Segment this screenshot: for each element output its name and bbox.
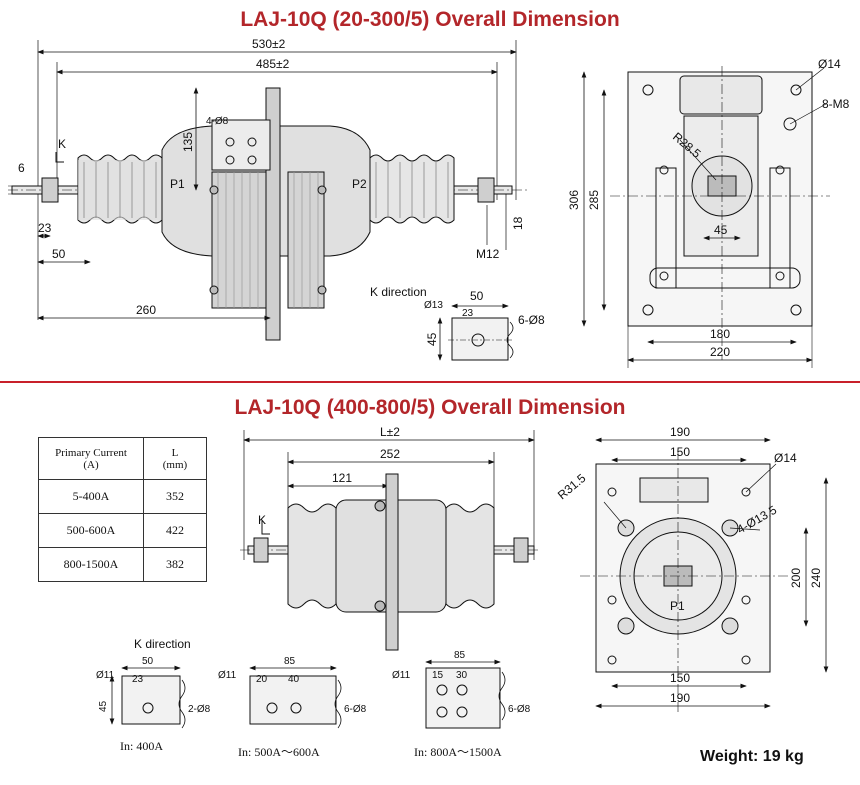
- bside-190-bot: 190: [670, 691, 690, 705]
- kdir-c-15: 15: [432, 670, 444, 681]
- kdir-holes: 6-Ø8: [518, 313, 545, 327]
- kdir-b-title: K direction: [134, 637, 191, 651]
- kdir-b-20: 20: [256, 674, 268, 685]
- side-220: 220: [710, 345, 730, 359]
- side-45: 45: [714, 223, 728, 237]
- dim-18: 18: [511, 216, 525, 230]
- label-p2: P2: [352, 177, 367, 191]
- dim-23: 23: [38, 221, 52, 235]
- top-side-view: [581, 66, 830, 368]
- bottom-front-view: [240, 430, 540, 651]
- top-front-view: [8, 40, 530, 341]
- bside-240: 240: [809, 568, 823, 588]
- kdir-50: 50: [470, 289, 484, 303]
- kdir-title: K direction: [370, 285, 427, 299]
- side-180: 180: [710, 327, 730, 341]
- kdir-23: 23: [462, 308, 474, 319]
- primary-current-table: Primary Current (A) L (mm) 5-400A 352 50…: [38, 437, 207, 582]
- kdir-c-30: 30: [456, 670, 468, 681]
- side-306: 306: [567, 190, 581, 210]
- dim-135: 135: [181, 132, 195, 152]
- dim-260: 260: [136, 303, 156, 317]
- kdir-a-23: 23: [132, 674, 144, 685]
- kdir-c-holes: 6-Ø8: [508, 704, 531, 715]
- bside-150-bot: 150: [670, 671, 690, 685]
- table-cell: 422: [143, 513, 207, 548]
- kdir-a-45: 45: [98, 700, 109, 712]
- table-header-current: Primary Current (A): [38, 437, 144, 480]
- table-cell: 382: [143, 547, 207, 582]
- kdir-c-caption: In: 800A～1500A: [414, 745, 502, 759]
- label-p1: P1: [170, 177, 185, 191]
- kdir-b-holes: 6-Ø8: [344, 704, 367, 715]
- section-divider: [0, 381, 860, 383]
- bside-p1: P1: [670, 599, 685, 613]
- kdir-a-d11: Ø11: [96, 670, 115, 681]
- dim-485: 485±2: [256, 57, 290, 71]
- kdir-b-40: 40: [288, 674, 300, 685]
- dim-252: 252: [380, 447, 400, 461]
- bside-150-top: 150: [670, 445, 690, 459]
- bside-190-top: 190: [670, 425, 690, 439]
- top-title: LAJ-10Q (20-300/5) Overall Dimension: [240, 8, 620, 31]
- side-m8: 8-M8: [822, 97, 850, 111]
- kdir-45: 45: [425, 332, 439, 346]
- bside-200: 200: [789, 568, 803, 588]
- kdir-b-caption: In: 500A～600A: [238, 745, 320, 759]
- kdir-a-caption: In: 400A: [120, 739, 163, 753]
- top-k-direction-labels: K direction 50 Ø13 23 45 6-Ø8: [370, 285, 545, 346]
- kdir-a-holes: 2-Ø8: [188, 704, 211, 715]
- bottom-side-view: [580, 437, 829, 712]
- label-m12: M12: [476, 247, 500, 261]
- side-d14: Ø14: [818, 57, 841, 71]
- kdir-bottom-drawings: [109, 659, 506, 729]
- table-cell: 500-600A: [38, 513, 144, 548]
- dim-50: 50: [52, 247, 66, 261]
- bside-r: R31.5: [555, 471, 589, 503]
- label-k-bottom: K: [258, 513, 266, 527]
- bside-d14: Ø14: [774, 451, 797, 465]
- table-cell: 352: [143, 479, 207, 514]
- label-k: K: [58, 137, 66, 151]
- dim-530: 530±2: [252, 37, 286, 51]
- kdir-c-85: 85: [454, 650, 466, 661]
- side-285: 285: [587, 190, 601, 210]
- kdir-d13: Ø13: [424, 300, 443, 311]
- kdir-a-50: 50: [142, 656, 154, 667]
- table-cell: 800-1500A: [38, 547, 144, 582]
- table-header-length: L (mm): [143, 437, 207, 480]
- kdir-b-d11: Ø11: [218, 670, 237, 681]
- dim-6: 6: [18, 161, 25, 175]
- top-k-direction: [437, 303, 514, 361]
- weight-label: Weight: 19 kg: [700, 748, 804, 765]
- top-front-labels: 530±2 485±2 135 4-Ø8 6 23 50 260 18 M12 …: [18, 37, 525, 317]
- kdir-b-85: 85: [284, 656, 296, 667]
- dim-L: L±2: [380, 425, 400, 439]
- kdir-c-d11: Ø11: [392, 670, 411, 681]
- bottom-front-labels: L±2 252 121 K: [258, 425, 400, 527]
- kdir-bottom-labels: K direction Ø11 50 23 45 2-Ø8 In: 400A Ø…: [96, 637, 531, 759]
- bottom-title: LAJ-10Q (400-800/5) Overall Dimension: [234, 396, 626, 419]
- table-cell: 5-400A: [38, 479, 144, 514]
- dim-121: 121: [332, 471, 352, 485]
- bolt-label: 4-Ø8: [206, 116, 229, 127]
